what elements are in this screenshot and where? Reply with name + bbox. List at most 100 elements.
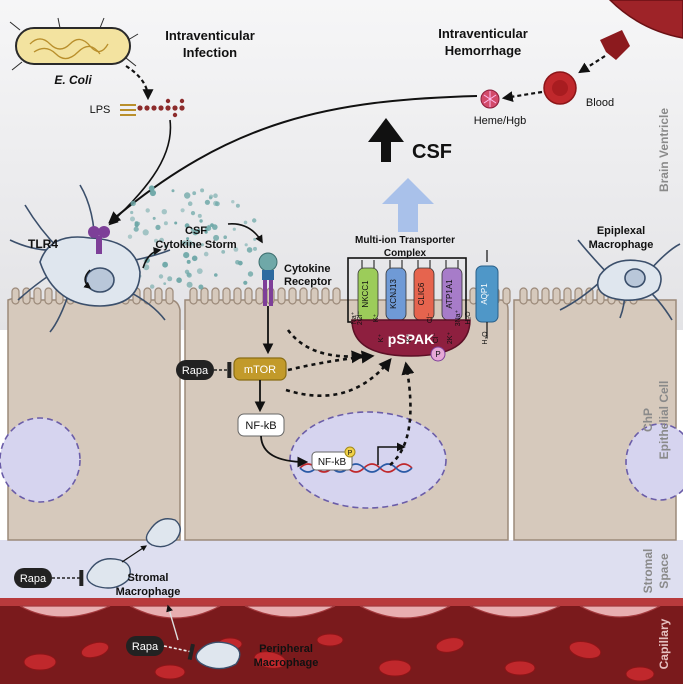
ion-label-bottom: H₂O (465, 311, 472, 325)
peripheral-label-line1: Peripheral (259, 643, 313, 655)
cytokine-particle (190, 211, 196, 216)
cytokine-particle (214, 273, 218, 277)
microvillus (277, 287, 286, 305)
nfkb-nuclear-box (311, 451, 353, 471)
transporter-title-line1: Multi-ion Transporter (355, 235, 455, 246)
ion-label-bottom: Cl⁻ (427, 313, 434, 324)
cytokine-particle (253, 237, 257, 241)
cytokine-particle (203, 251, 209, 257)
cytokine-particle (186, 272, 191, 277)
blood-vessel-top-right (600, 0, 683, 60)
tlr4-receptor (88, 226, 110, 254)
nucleus-right (625, 423, 683, 501)
cytokine-particle (192, 191, 197, 196)
cytokine-particle (143, 264, 150, 271)
nucleus-left (0, 417, 81, 503)
rapa-label-2: Rapa (20, 573, 47, 585)
cytokine-particle (213, 193, 218, 198)
pspak-label: pSPAK (388, 331, 434, 347)
csf-flow-arrow (382, 178, 434, 232)
epiplexal-label-line2: Macrophage (589, 239, 654, 251)
cytokine-particle (246, 247, 253, 253)
cytokine-particle (196, 268, 203, 274)
ecoli-bacterium (9, 17, 139, 71)
cytokine-particle (207, 224, 211, 228)
cytokine-particle (150, 284, 155, 289)
rapa-pill-2 (14, 568, 52, 588)
blood-label: Blood (586, 97, 614, 109)
cytokine-particle (145, 208, 150, 213)
microvillus (200, 287, 209, 305)
cytokine-particle (198, 284, 204, 290)
cytokine-particle (197, 213, 202, 218)
storm-label-line2: Cytokine Storm (155, 239, 237, 251)
ecoli-to-lps-arrow (125, 65, 154, 101)
cytokine-particle (130, 210, 134, 215)
ion-label-bottom: Na⁺ (351, 311, 358, 324)
microvillus (530, 287, 539, 305)
side-label-chp: ChP (641, 408, 655, 432)
microvillus (233, 287, 242, 305)
cytokine-particle (164, 244, 168, 249)
cytokine-particle (171, 189, 175, 193)
cytokine-particle (213, 200, 219, 206)
peripheral-label-line2: Macrophage (254, 657, 319, 669)
endothelial-cells (19, 605, 661, 619)
storm-label-line1: CSF (185, 225, 207, 237)
infection-title-line1: Intraventicular (165, 28, 255, 43)
epiplexal-macrophage-cell (559, 239, 681, 321)
cytokine-particle (142, 229, 149, 236)
cytokine-particle (200, 188, 205, 193)
cytokine-particle (158, 274, 164, 279)
ion-label-bottom: 2Cl⁻ (357, 311, 364, 326)
cytokine-particle (199, 219, 203, 223)
side-label-ventricle: Brain Ventricle (657, 108, 671, 192)
nfkb-phospho-badge (344, 446, 356, 458)
microvillus (321, 287, 330, 305)
phospho-label: P (435, 350, 440, 359)
microvillus (552, 287, 561, 305)
nfkb-label: NF-kB (245, 420, 276, 432)
stromal-label-line2: Macrophage (116, 586, 181, 598)
ecoli-label: E. Coli (54, 73, 92, 87)
cytokine-particle (221, 250, 226, 254)
phospho-badge (430, 346, 446, 362)
cytokine-particle (130, 216, 135, 222)
ion-label-bottom: K⁺ (373, 314, 380, 323)
tlr4-label: TLR4 (28, 237, 58, 251)
cytokine-particle (186, 240, 193, 247)
rapa-pill-3 (126, 636, 164, 656)
rapa-label-1: Rapa (182, 365, 209, 377)
peripheral-macrophage-cell (195, 641, 241, 670)
side-label-stromal: Stromal (641, 549, 655, 594)
rbc-blood-cell (543, 71, 577, 105)
microvillus (222, 287, 231, 305)
cytokine-particle (213, 234, 220, 241)
cytokine-particle (186, 281, 193, 288)
ion-label-top: 2K⁺ (447, 332, 454, 345)
microvillus (244, 287, 253, 305)
cytokine-particle (243, 220, 248, 225)
cytokine-particle (134, 221, 139, 226)
ion-label-top: K⁺ (406, 334, 413, 343)
rapa-pill-1 (176, 360, 214, 380)
cytokine-particle (159, 237, 165, 243)
side-label-space: Space (657, 553, 671, 589)
cytokine-particle (180, 208, 185, 213)
heme-molecule (480, 89, 500, 109)
transporter-label-atp1a1: ATP1A1 (445, 279, 454, 309)
immune-cell-tlr4 (9, 184, 171, 333)
microvillus (332, 287, 341, 305)
cytokine-particle (187, 201, 193, 206)
cytokine-particle (204, 199, 210, 205)
microvillus (502, 287, 511, 305)
transporter-label-nkcc1: NKCC1 (361, 280, 370, 308)
epiplexal-label-line1: Epiplexal (597, 225, 645, 237)
microvillus (189, 287, 198, 305)
microvillus (33, 287, 42, 305)
cytokine-particle (174, 221, 178, 225)
